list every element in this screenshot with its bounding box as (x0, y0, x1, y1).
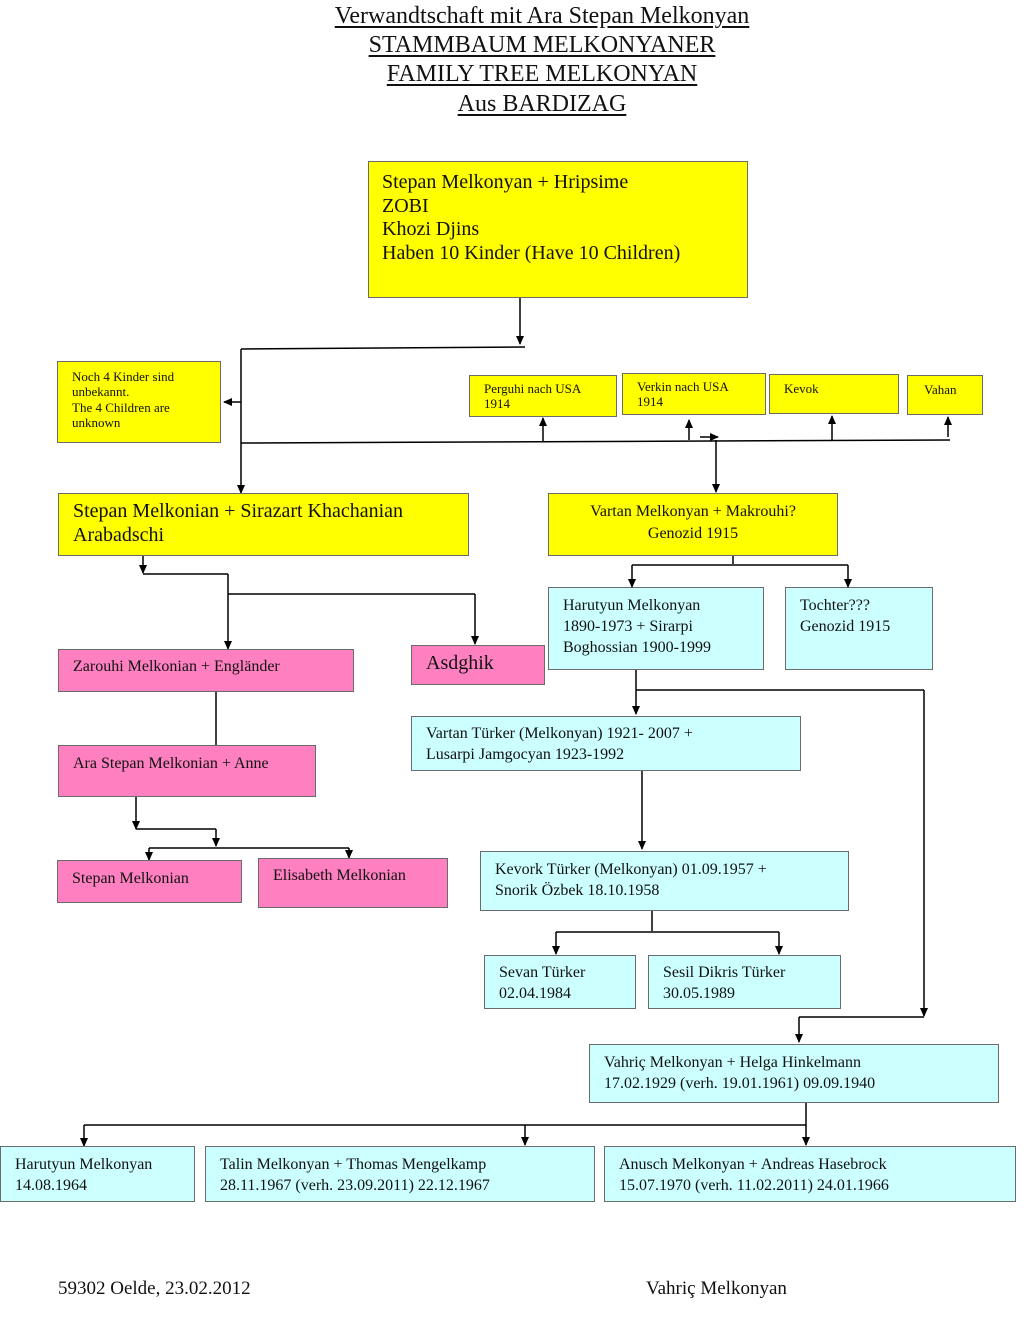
node-ara-anne: Ara Stepan Melkonian + Anne (58, 745, 316, 797)
footer-place-date: 59302 Oelde, 23.02.2012 (58, 1278, 251, 1299)
node-stepan-hripsime: Stepan Melkonyan + Hripsime ZOBI Khozi D… (368, 161, 748, 298)
node-harutyun-1964: Harutyun Melkonyan 14.08.1964 (0, 1146, 195, 1202)
node-verkin: Verkin nach USA 1914 (622, 373, 766, 415)
node-asdghik: Asdghik (411, 645, 545, 685)
node-unknown-children: Noch 4 Kinder sind unbekannt. The 4 Chil… (57, 361, 221, 443)
node-vahan: Vahan (907, 375, 983, 415)
node-vartan-turker: Vartan Türker (Melkonyan) 1921- 2007 + L… (411, 716, 801, 771)
title-line-1: Verwandtschaft mit Ara Stepan Melkonyan (0, 2, 1024, 30)
title-line-3: FAMILY TREE MELKONYAN (0, 60, 1024, 88)
node-zarouhi: Zarouhi Melkonian + Engländer (58, 649, 354, 692)
node-vartan-makrouhi: Vartan Melkonyan + Makrouhi? Genozid 191… (548, 493, 838, 556)
node-stepan-sirazart: Stepan Melkonian + Sirazart Khachanian A… (58, 493, 469, 556)
node-sesil-turker: Sesil Dikris Türker 30.05.1989 (648, 955, 841, 1009)
title-text: Verwandtschaft mit Ara Stepan Melkonyan (334, 3, 750, 29)
node-perguhi: Perguhi nach USA 1914 (469, 375, 617, 417)
title-text: Aus BARDIZAG (457, 91, 627, 117)
title-line-2: STAMMBAUM MELKONYANER (0, 31, 1024, 59)
node-stepan-melkonian: Stepan Melkonian (57, 860, 242, 903)
footer-author: Vahriç Melkonyan (646, 1278, 787, 1299)
title-line-4: Aus BARDIZAG (0, 90, 1024, 118)
node-harutyun-sirarpi: Harutyun Melkonyan 1890-1973 + Sirarpi B… (548, 587, 764, 670)
node-vahric-helga: Vahriç Melkonyan + Helga Hinkelmann 17.0… (589, 1044, 999, 1103)
node-kevok: Kevok (769, 374, 899, 414)
node-talin-thomas: Talin Melkonyan + Thomas Mengelkamp 28.1… (205, 1146, 595, 1202)
node-tochter: Tochter??? Genozid 1915 (785, 587, 933, 670)
title-text: STAMMBAUM MELKONYANER (368, 32, 716, 58)
node-anusch-andreas: Anusch Melkonyan + Andreas Hasebrock 15.… (604, 1146, 1016, 1202)
node-kevork-snorik: Kevork Türker (Melkonyan) 01.09.1957 + S… (480, 851, 849, 911)
node-sevan-turker: Sevan Türker 02.04.1984 (484, 955, 636, 1009)
title-text: FAMILY TREE MELKONYAN (386, 61, 698, 87)
node-elisabeth-melkonian: Elisabeth Melkonian (258, 858, 448, 908)
